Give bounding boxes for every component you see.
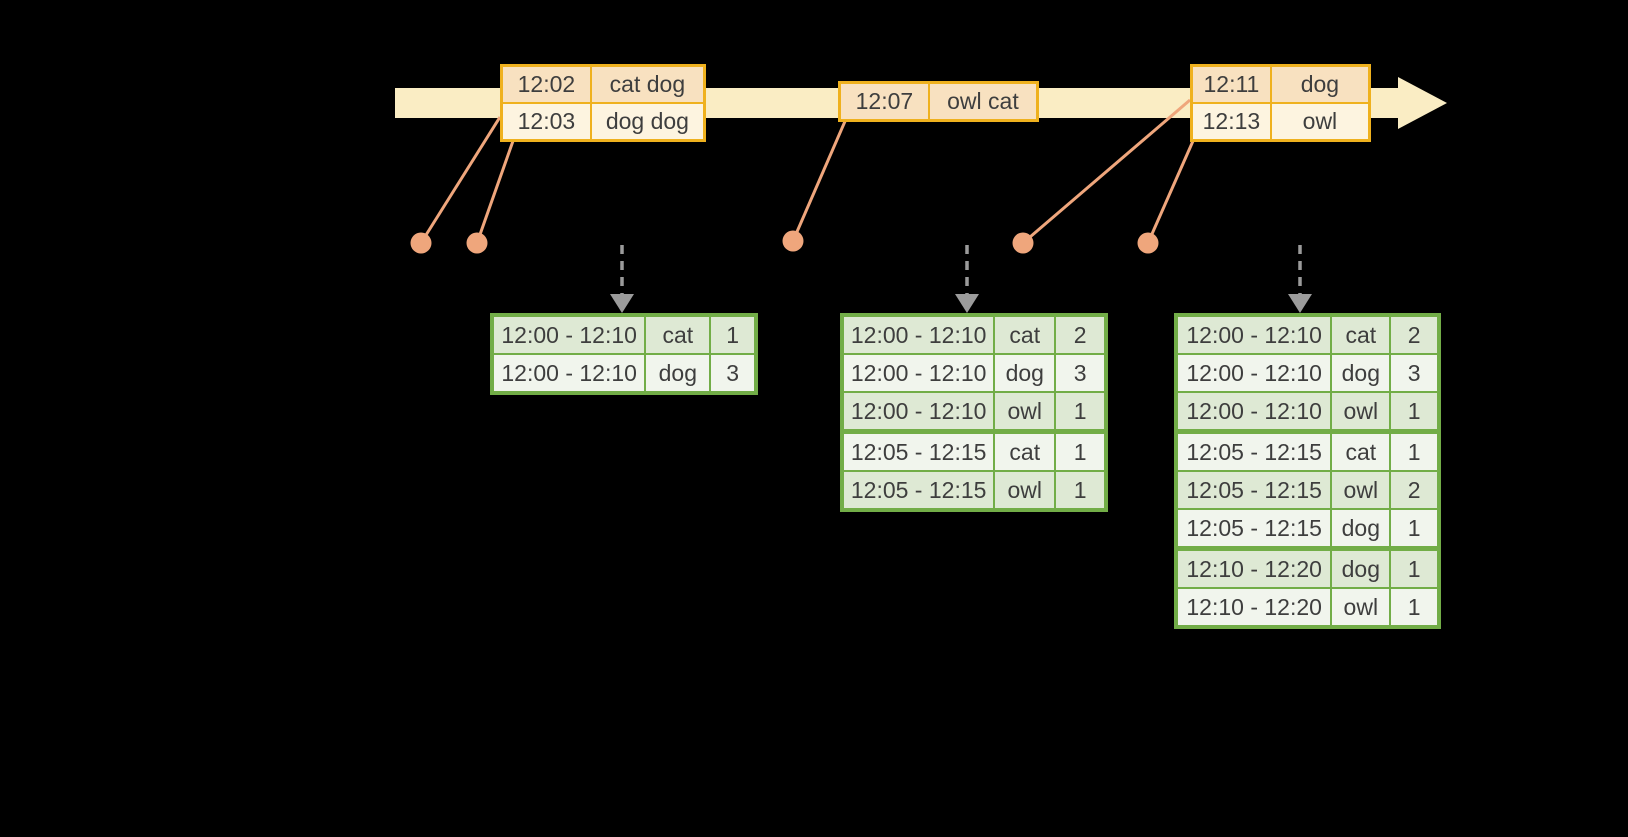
result-row-cell: cat (993, 429, 1057, 472)
result-row-cell: 2 (1389, 470, 1440, 510)
result-row-cell: 2 (1054, 314, 1107, 355)
result-row-cell: dog (993, 353, 1057, 393)
event-row-cell: 12:07 (838, 81, 930, 122)
event-connector-line (1146, 140, 1195, 244)
result-row-cell: 12:10 - 12:20 (1174, 587, 1333, 628)
event-dots (410, 230, 1159, 254)
event-row-cell: owl cat (927, 81, 1039, 122)
trigger-arrowhead-icon (955, 294, 979, 313)
trigger-arrowhead-icon (1288, 294, 1312, 313)
event-dot-icon (782, 230, 804, 252)
event-connector-line (791, 118, 848, 242)
result-row-cell: owl (993, 391, 1057, 433)
result-row-cell: 2 (1389, 314, 1440, 355)
event-dot-icon (410, 232, 432, 254)
result-row-cell: 1 (1054, 470, 1107, 511)
result-row-cell: dog (1330, 546, 1392, 589)
event-row-cell: 12:02 (500, 64, 592, 104)
result-row-cell: cat (993, 314, 1057, 355)
trigger-arrows (610, 245, 1312, 313)
result-row-cell: 1 (1389, 429, 1440, 472)
result-row-cell: 12:00 - 12:10 (840, 391, 996, 433)
result-row-cell: 12:05 - 12:15 (840, 429, 996, 472)
event-dot-icon (466, 232, 488, 254)
event-dot-icon (1137, 232, 1159, 254)
event-connector-line (1022, 98, 1191, 245)
result-row-cell: 12:00 - 12:10 (490, 353, 647, 394)
result-row-cell: owl (1330, 391, 1392, 433)
event-row-cell: cat dog (589, 64, 706, 104)
result-row-cell: 1 (1389, 546, 1440, 589)
event-connectors (419, 98, 1195, 245)
event-row-cell: 12:13 (1190, 102, 1272, 142)
result-row-cell: 1 (709, 314, 757, 355)
result-row-cell: cat (1330, 314, 1392, 355)
result-row-cell: dog (644, 353, 712, 394)
result-row-cell: dog (1330, 508, 1392, 550)
result-row-cell: 12:00 - 12:10 (840, 353, 996, 393)
result-row-cell: 12:00 - 12:10 (840, 314, 996, 355)
timeline-arrowhead-icon (1398, 77, 1447, 129)
result-row-cell: 1 (1054, 429, 1107, 472)
result-row-cell: cat (1330, 429, 1392, 472)
result-row-cell: 3 (1054, 353, 1107, 393)
result-row-cell: 1 (1389, 587, 1440, 628)
event-row-cell: 12:11 (1190, 64, 1272, 104)
event-connector-line (419, 116, 502, 244)
result-row-cell: 12:00 - 12:10 (1174, 391, 1333, 433)
event-row-cell: dog (1269, 64, 1371, 104)
result-row-cell: 3 (1389, 353, 1440, 393)
result-row-cell: 1 (1389, 391, 1440, 433)
result-row-cell: owl (993, 470, 1057, 511)
result-row-cell: cat (644, 314, 712, 355)
event-connector-line (475, 140, 515, 244)
result-row-cell: 12:00 - 12:10 (1174, 353, 1333, 393)
result-row-cell: 3 (709, 353, 757, 394)
event-row-cell: dog dog (589, 102, 706, 142)
result-row-cell: 12:05 - 12:15 (840, 470, 996, 511)
result-row-cell: 12:05 - 12:15 (1174, 429, 1333, 472)
event-dot-icon (1012, 232, 1034, 254)
result-row-cell: 12:00 - 12:10 (490, 314, 647, 355)
result-row-cell: 12:05 - 12:15 (1174, 470, 1333, 510)
trigger-arrowhead-icon (610, 294, 634, 313)
result-row-cell: 1 (1389, 508, 1440, 550)
event-row-cell: owl (1269, 102, 1371, 142)
result-row-cell: owl (1330, 587, 1392, 628)
result-row-cell: owl (1330, 470, 1392, 510)
result-row-cell: 12:00 - 12:10 (1174, 314, 1333, 355)
result-row-cell: 12:10 - 12:20 (1174, 546, 1333, 589)
result-row-cell: 1 (1054, 391, 1107, 433)
event-row-cell: 12:03 (500, 102, 592, 142)
result-row-cell: dog (1330, 353, 1392, 393)
result-row-cell: 12:05 - 12:15 (1174, 508, 1333, 550)
